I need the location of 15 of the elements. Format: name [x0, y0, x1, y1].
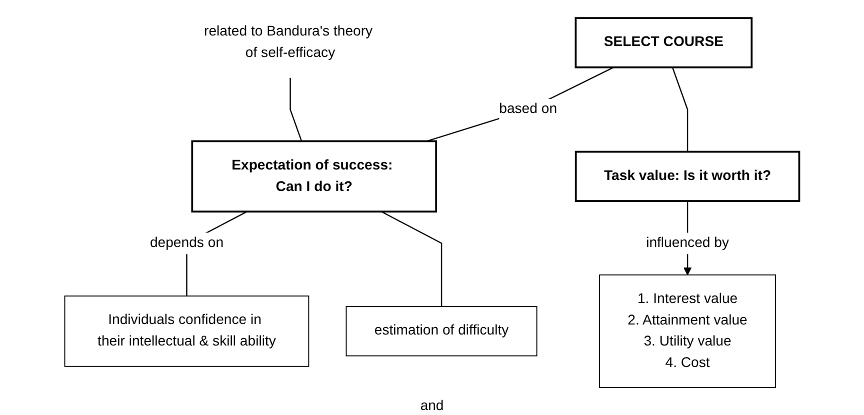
connector [426, 66, 614, 142]
connector [380, 211, 442, 307]
note-text: and [420, 397, 444, 413]
connector [290, 78, 302, 142]
node-box: Task value: Is it worth it? [574, 150, 800, 202]
node-box: Expectation of success: Can I do it? [191, 140, 438, 213]
edge-label: based on [499, 100, 558, 117]
edge-label: depends on [150, 234, 224, 251]
node-box: 1. Interest value 2. Attainment value 3. Utility value 4. Cost [599, 274, 776, 388]
connector [672, 67, 688, 152]
node-text: related to Bandura's theory of self-efficacy [204, 23, 373, 61]
node-box: SELECT COURSE [574, 17, 753, 68]
edge-label: influenced by [646, 234, 730, 251]
node-box: Individuals confidence in their intellectual & skill ability [64, 296, 310, 367]
node-box: estimation of difficulty [346, 306, 538, 356]
